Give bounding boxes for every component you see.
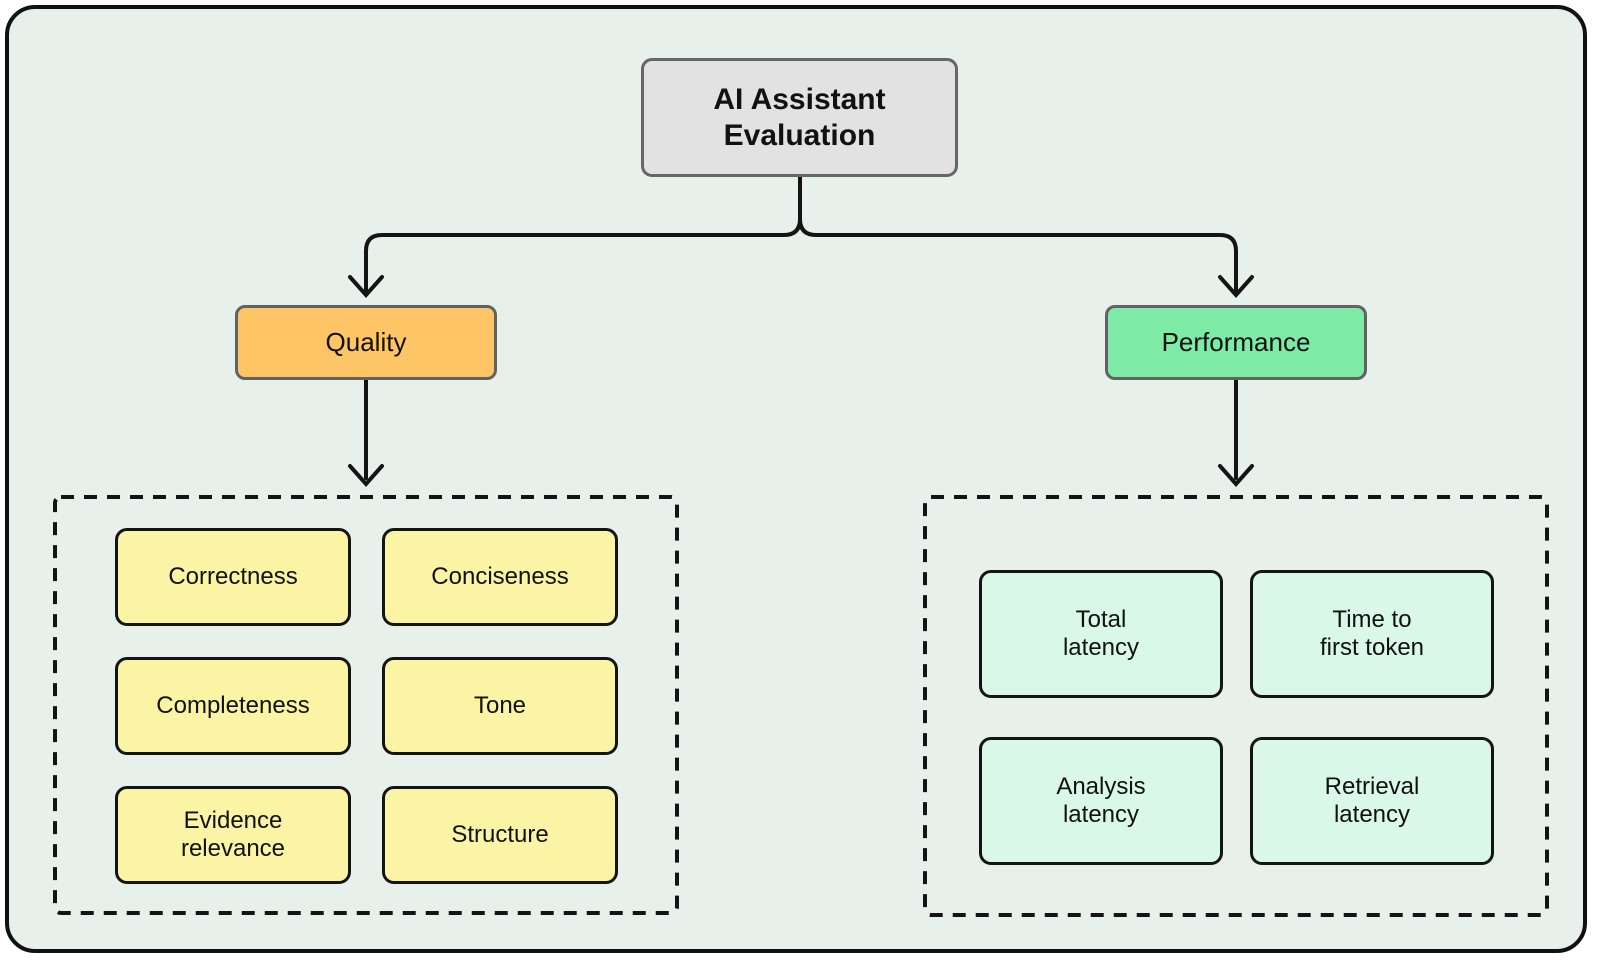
quality-item-structure: Structure (382, 786, 618, 884)
quality-node: Quality (235, 305, 497, 380)
quality-item-tone: Tone (382, 657, 618, 755)
performance-item-time-to-first-token: Time to first token (1250, 570, 1494, 698)
leaf-label: Total latency (1062, 605, 1140, 661)
performance-item-total-latency: Total latency (979, 570, 1223, 698)
root-node: AI Assistant Evaluation (641, 58, 958, 177)
performance-node: Performance (1105, 305, 1367, 380)
quality-item-conciseness: Conciseness (382, 528, 618, 626)
quality-node-label: Quality (325, 327, 407, 358)
performance-item-retrieval-latency: Retrieval latency (1250, 737, 1494, 865)
quality-item-evidence-relevance: Evidence relevance (115, 786, 351, 884)
performance-node-label: Performance (1161, 327, 1311, 358)
connector-root-to-quality (364, 173, 802, 292)
leaf-label: Evidence relevance (180, 806, 286, 862)
arrowhead-performance-to-group (1218, 464, 1254, 488)
leaf-label: Structure (451, 820, 549, 848)
connector-root-to-performance (798, 217, 1238, 292)
quality-item-correctness: Correctness (115, 528, 351, 626)
leaf-label: Tone (473, 691, 527, 719)
performance-group-container (923, 495, 1549, 917)
leaf-label: Retrieval latency (1324, 772, 1420, 828)
quality-item-completeness: Completeness (115, 657, 351, 755)
arrowhead-root-to-performance (1218, 275, 1254, 299)
arrowhead-quality-to-group (348, 464, 384, 488)
leaf-label: Conciseness (431, 562, 569, 590)
performance-item-analysis-latency: Analysis latency (979, 737, 1223, 865)
leaf-label: Correctness (168, 562, 298, 590)
leaf-label: Time to first token (1319, 605, 1425, 661)
leaf-label: Completeness (156, 691, 310, 719)
arrowhead-root-to-quality (348, 275, 384, 299)
quality-group-container (53, 495, 679, 915)
root-node-label: AI Assistant Evaluation (713, 83, 886, 152)
leaf-label: Analysis latency (1056, 772, 1146, 828)
